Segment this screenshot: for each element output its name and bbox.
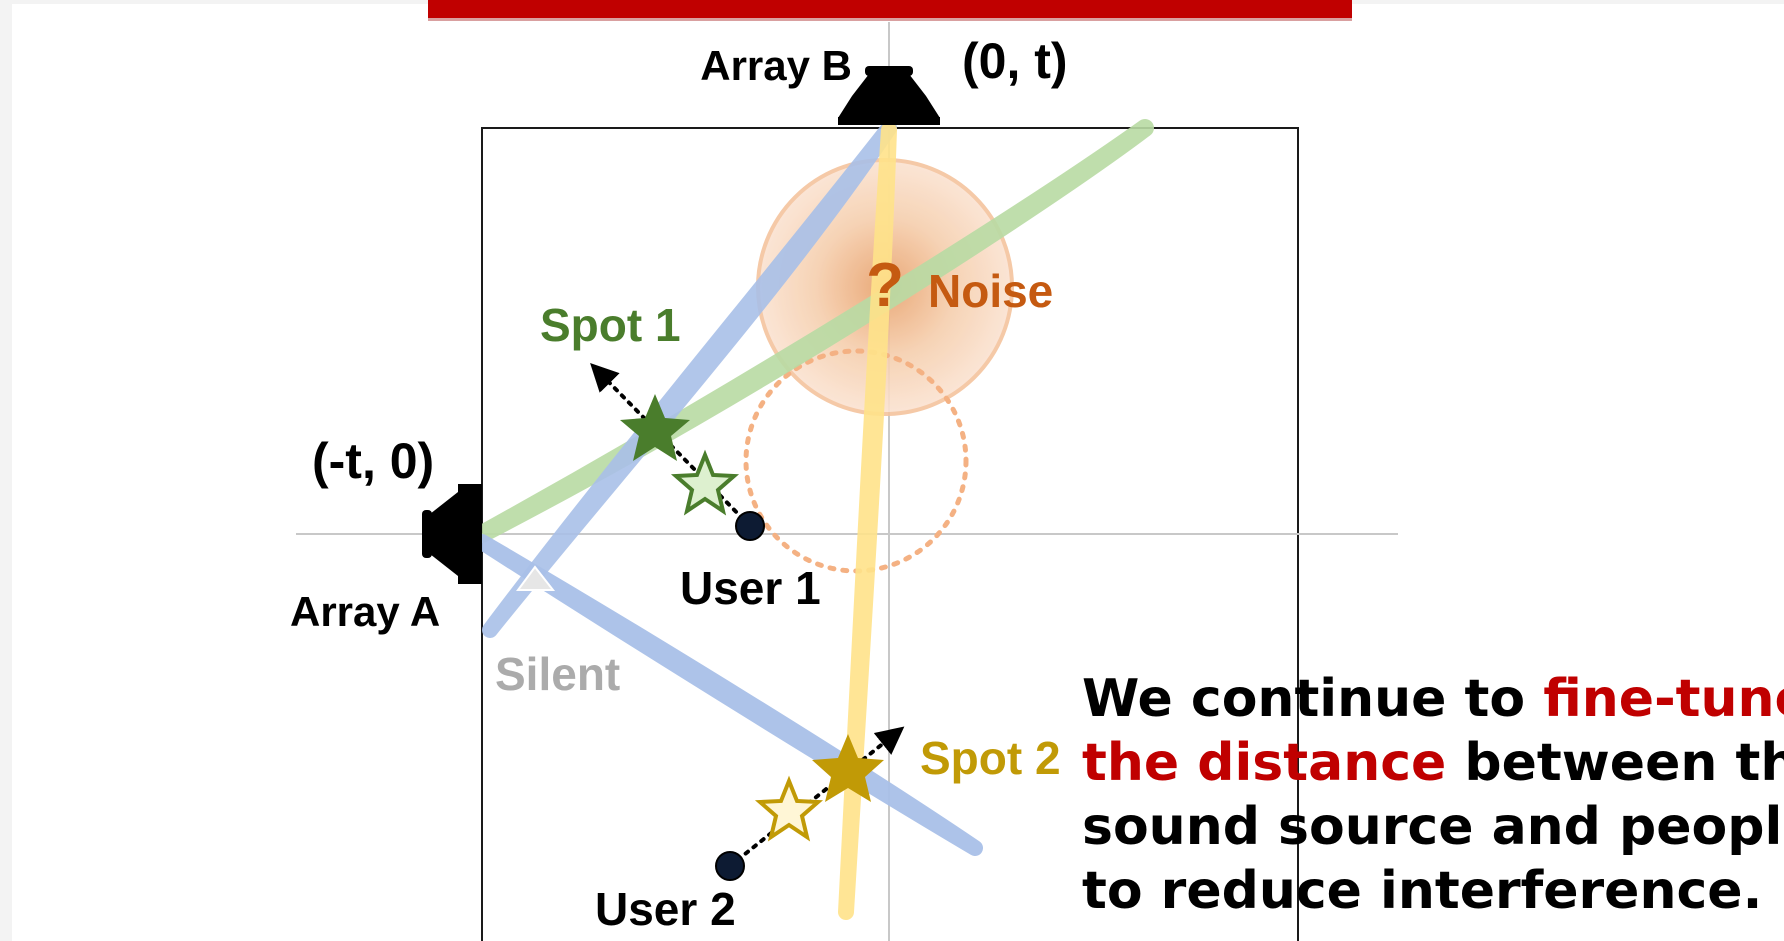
caption-highlight2: the distance xyxy=(1082,733,1446,793)
user2-dot xyxy=(715,851,745,881)
user2-direction-arrow xyxy=(728,726,905,868)
spot1-candidate-star xyxy=(670,449,740,516)
caption-line-4: to reduce interference. xyxy=(1082,861,1762,921)
caption-part2: between the xyxy=(1446,733,1784,793)
array-b-speaker-icon xyxy=(838,66,940,125)
user2-label: User 2 xyxy=(595,883,736,935)
array-a-label: Array A xyxy=(290,588,440,635)
caption-part1: We continue to xyxy=(1082,669,1543,729)
caption: We continue to fine-tune the distance be… xyxy=(1082,669,1784,921)
user1-dot xyxy=(735,511,765,541)
array-a-speaker-icon xyxy=(422,484,482,584)
caption-line-3: sound source and people xyxy=(1082,797,1784,857)
spot1-star xyxy=(620,394,690,461)
spot2-star xyxy=(812,734,884,802)
array-a-coord: (-t, 0) xyxy=(312,433,434,489)
array-b-label: Array B xyxy=(700,42,852,89)
silent-marker xyxy=(516,565,556,591)
array-b-coord: (0, t) xyxy=(962,33,1068,89)
caption-line-2: the distance between the xyxy=(1082,733,1784,793)
title-banner-shadow xyxy=(428,18,1352,21)
spot1-label: Spot 1 xyxy=(540,299,681,351)
noise-label: Noise xyxy=(928,265,1053,317)
beam-array-a-green xyxy=(473,119,1154,543)
title-banner xyxy=(428,0,1352,18)
user1-label: User 1 xyxy=(680,562,821,614)
caption-highlight1: fine-tune xyxy=(1543,669,1784,729)
silent-label: Silent xyxy=(495,648,620,700)
spot2-label: Spot 2 xyxy=(920,732,1061,784)
beam-array-b-yellow xyxy=(838,122,897,920)
noise-question-mark: ? xyxy=(866,251,904,320)
spot2-candidate-star xyxy=(754,775,824,842)
beam-array-b-blue xyxy=(482,120,897,638)
caption-line-1: We continue to fine-tune xyxy=(1082,669,1784,729)
